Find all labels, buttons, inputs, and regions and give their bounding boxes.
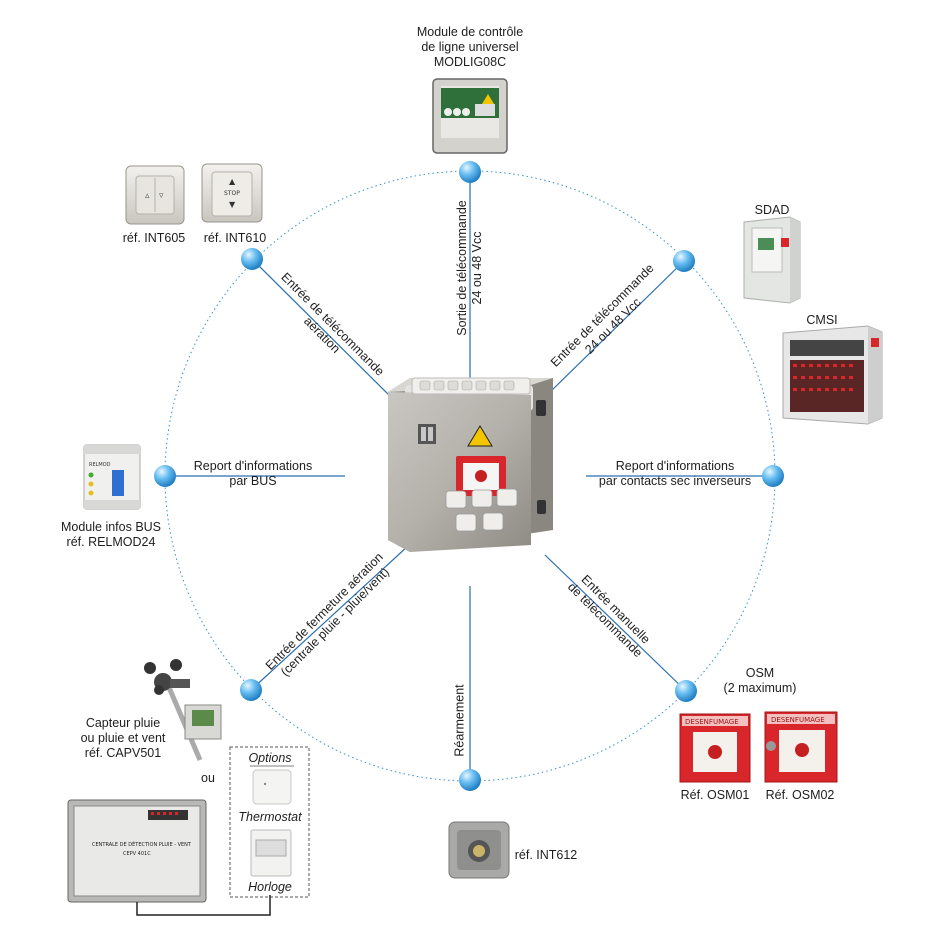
- capteur-line2: ou pluie et vent: [80, 731, 166, 745]
- svg-text:▼: ▼: [229, 200, 236, 209]
- horloge-device: [250, 829, 292, 877]
- node-top-left: [241, 248, 263, 270]
- module-bus-line2: réf. RELMOD24: [66, 535, 156, 549]
- ou-label: ou: [201, 771, 215, 785]
- osm02-device: DESENFUMAGE: [764, 711, 838, 783]
- module-bus-line1: Module infos BUS: [60, 520, 162, 534]
- link-left-line2: par BUS: [229, 474, 277, 488]
- link-left-label: Report d'informations par BUS: [188, 459, 318, 489]
- stop-text: STOP: [224, 190, 240, 197]
- relmod24-device: RELMOD: [83, 444, 141, 510]
- int612-device: [448, 821, 510, 879]
- line-top-left: [251, 258, 399, 405]
- node-right: [762, 465, 784, 487]
- connection-nodes: [154, 161, 784, 791]
- int610-device: ▲ STOP ▼: [201, 163, 263, 223]
- central-cabinet: [388, 377, 553, 552]
- modlig08c-device: [432, 78, 508, 154]
- int612-label: réf. INT612: [514, 848, 578, 862]
- centrale-text-1: CENTRALE DE DÉTECTION PLUIE - VENT: [92, 840, 192, 848]
- osm-line1: OSM: [745, 666, 775, 680]
- osm-line2: (2 maximum): [723, 681, 797, 695]
- cmsi-device: [782, 325, 883, 425]
- sdad-device: [743, 216, 801, 304]
- link-top-line2: 24 ou 48 Vcc: [470, 231, 484, 305]
- line-top-right: [547, 260, 685, 395]
- osm01-banner: DESENFUMAGE: [685, 718, 739, 726]
- svg-text:▿: ▿: [159, 191, 164, 201]
- centrale-text-2: CEPV 401C: [123, 851, 151, 857]
- osm-label: OSM (2 maximum): [715, 666, 805, 696]
- modlig-label: Module de contrôle de ligne universel MO…: [410, 25, 530, 70]
- link-right-line1: Report d'informations: [615, 459, 735, 473]
- node-left: [154, 465, 176, 487]
- link-bottom-label: Réarmement: [453, 671, 468, 771]
- node-top-right: [673, 250, 695, 272]
- link-bottom-line1: Réarmement: [452, 684, 467, 757]
- cmsi-label: CMSI: [806, 313, 838, 327]
- int605-device: ▵ ▿: [125, 165, 185, 225]
- capteur-line3: réf. CAPV501: [84, 746, 162, 760]
- connection-lines: [165, 172, 773, 780]
- link-right-line2: par contacts sec inverseurs: [598, 474, 752, 488]
- int605-label: réf. INT605: [122, 231, 186, 245]
- osm01-label: Réf. OSM01: [680, 788, 750, 802]
- int610-label: réf. INT610: [203, 231, 267, 245]
- node-bottom-left: [240, 679, 262, 701]
- osm01-device: DESENFUMAGE: [679, 713, 751, 783]
- node-bottom: [459, 769, 481, 791]
- capv501-sensor: [144, 659, 222, 761]
- line-bottom-left: [250, 545, 409, 691]
- line-bottom-right: [544, 554, 687, 692]
- capteur-line1: Capteur pluie: [85, 716, 161, 730]
- warning-icon: [467, 425, 493, 447]
- node-top: [459, 161, 481, 183]
- svg-text:▵: ▵: [145, 191, 150, 201]
- link-right-label: Report d'informations par contacts sec i…: [580, 459, 770, 489]
- capteur-label: Capteur pluie ou pluie et vent réf. CAPV…: [58, 716, 188, 761]
- thermostat-label: Thermostat: [238, 810, 302, 824]
- horloge-label: Horloge: [248, 880, 292, 894]
- svg-text:▲: ▲: [229, 177, 236, 186]
- sdad-label: SDAD: [754, 203, 790, 217]
- relmod-panel-text: RELMOD: [89, 462, 111, 468]
- modlig-line3: MODLIG08C: [433, 55, 507, 69]
- link-top-label: Sortie de télécommande 24 ou 48 Vcc: [455, 198, 485, 338]
- thermostat-device: [252, 769, 292, 805]
- modlig-line1: Module de contrôle: [416, 25, 524, 39]
- link-left-line1: Report d'informations: [193, 459, 313, 473]
- modlig-line2: de ligne universel: [421, 40, 519, 54]
- osm02-banner: DESENFUMAGE: [771, 716, 825, 724]
- centrale-detection-device: CENTRALE DE DÉTECTION PLUIE - VENT CEPV …: [67, 799, 207, 903]
- options-title: Options: [248, 751, 292, 765]
- module-bus-label: Module infos BUS réf. RELMOD24: [46, 520, 176, 550]
- link-top-line1: Sortie de télécommande: [455, 200, 469, 336]
- node-bottom-right: [675, 680, 697, 702]
- wire-to-options: [136, 895, 271, 916]
- options-box: [229, 746, 310, 898]
- osm02-label: Réf. OSM02: [765, 788, 835, 802]
